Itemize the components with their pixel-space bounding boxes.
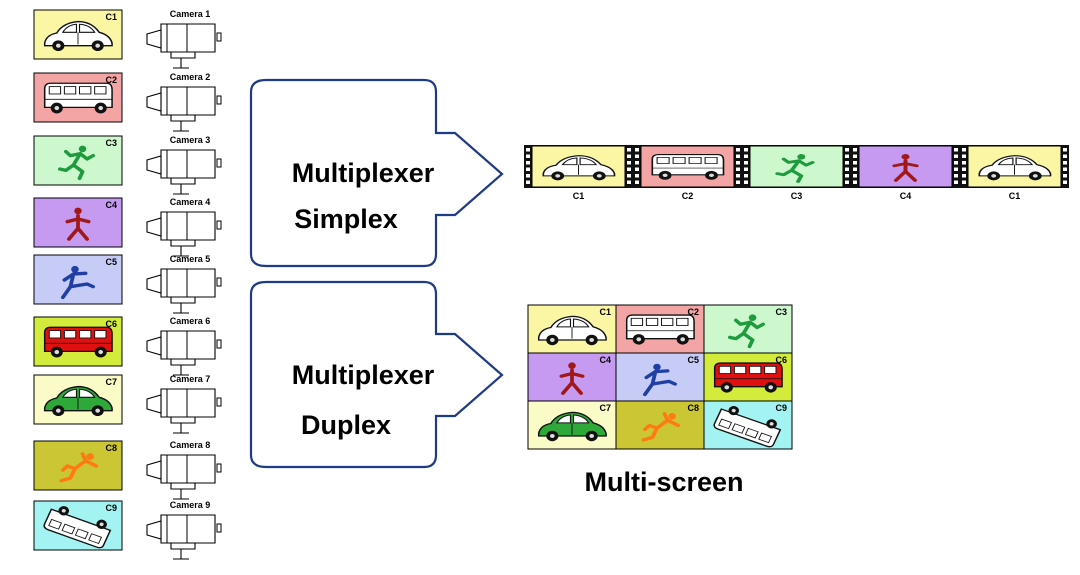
grid-cell-c8: C8 — [616, 401, 704, 449]
source-tile-c4-label: C4 — [105, 200, 117, 210]
camera-9-icon — [147, 515, 221, 559]
simplex-filmstrip: C1 C2 C3 C4 C1 — [524, 145, 1069, 201]
film-frame-1-label: C1 — [573, 191, 585, 201]
film-frame-1-image — [532, 146, 625, 187]
source-tile-c8-label: C8 — [105, 443, 117, 453]
source-tile-c8: C8 — [34, 441, 122, 490]
source-tile-c6: C6 — [34, 317, 122, 366]
film-frame-3-image — [750, 146, 843, 187]
grid-cell-c6-label: C6 — [775, 355, 787, 365]
grid-cell-c3-label: C3 — [775, 307, 787, 317]
film-frame-2-image — [641, 146, 734, 187]
source-tile-c9-label: C9 — [105, 503, 117, 513]
camera-4-icon — [147, 212, 221, 256]
film-frame-2-label: C2 — [682, 191, 694, 201]
camera-8-icon — [147, 455, 221, 499]
film-frame-1: C1 — [524, 145, 633, 201]
grid-cell-c3: C3 — [704, 305, 792, 353]
grid-cell-c7: C7 — [528, 401, 616, 449]
source-tile-c6-label: C6 — [105, 319, 117, 329]
grid-cell-c4-label: C4 — [599, 355, 611, 365]
grid-cell-c1-label: C1 — [599, 307, 611, 317]
multi-screen-caption: Multi-screen — [584, 467, 743, 497]
camera-2-icon — [147, 87, 221, 131]
camera-9-label: Camera 9 — [170, 500, 211, 510]
source-tile-c5-label: C5 — [105, 257, 117, 267]
source-tile-c2-label: C2 — [105, 75, 117, 85]
camera-3-icon — [147, 150, 221, 194]
duplex-arrow: Multiplexer Duplex — [251, 282, 502, 467]
grid-cell-c5: C5 — [616, 353, 704, 401]
duplex-line2: Duplex — [301, 410, 391, 440]
camera-1-label: Camera 1 — [170, 9, 211, 19]
film-frame-5-image — [968, 146, 1061, 187]
film-frame-4-label: C4 — [900, 191, 912, 201]
source-tile-c5: C5 — [34, 255, 122, 304]
simplex-line1: Multiplexer — [292, 158, 435, 188]
source-tile-c1-label: C1 — [105, 12, 117, 22]
source-tile-c3-label: C3 — [105, 138, 117, 148]
grid-cell-c9-label: C9 — [775, 403, 787, 413]
camera-6-label: Camera 6 — [170, 316, 211, 326]
source-tile-c3: C3 — [34, 136, 122, 185]
camera-3-label: Camera 3 — [170, 135, 211, 145]
simplex-arrow: Multiplexer Simplex — [251, 80, 502, 266]
grid-cell-c8-label: C8 — [687, 403, 699, 413]
source-tile-c1: C1 — [34, 10, 122, 59]
camera-1-icon — [147, 24, 221, 68]
grid-cell-c2: C2 — [616, 305, 704, 353]
duplex-line1: Multiplexer — [292, 360, 435, 390]
grid-cell-c1: C1 — [528, 305, 616, 353]
source-tile-c2: C2 — [34, 73, 122, 122]
grid-cell-c4: C4 — [528, 353, 616, 401]
film-frame-3-label: C3 — [791, 191, 803, 201]
camera-sources: C1 Camera 1 C2 Camera 2 C3 Camera 3 C4 Camera 4… — [34, 9, 221, 559]
camera-8-label: Camera 8 — [170, 440, 211, 450]
camera-7-icon — [147, 389, 221, 433]
source-tile-c7: C7 — [34, 375, 122, 424]
grid-cell-c7-label: C7 — [599, 403, 611, 413]
film-frame-4-image — [859, 146, 952, 187]
film-frame-2: C2 — [633, 145, 742, 201]
camera-7-label: Camera 7 — [170, 374, 211, 384]
camera-5-icon — [147, 269, 221, 313]
camera-4-label: Camera 4 — [170, 197, 211, 207]
simplex-line2: Simplex — [294, 204, 398, 234]
film-frame-5: C1 — [960, 145, 1069, 201]
film-frame-5-label: C1 — [1009, 191, 1021, 201]
film-frame-3: C3 — [742, 145, 851, 201]
camera-6-icon — [147, 331, 221, 375]
camera-5-label: Camera 5 — [170, 254, 211, 264]
grid-cell-c2-label: C2 — [687, 307, 699, 317]
grid-cell-c6: C6 — [704, 353, 792, 401]
source-tile-c9: C9 — [34, 501, 122, 550]
source-tile-c4: C4 — [34, 198, 122, 247]
grid-cell-c5-label: C5 — [687, 355, 699, 365]
camera-2-label: Camera 2 — [170, 72, 211, 82]
grid-cell-c9: C9 — [704, 401, 792, 449]
source-tile-c7-label: C7 — [105, 377, 117, 387]
film-frame-4: C4 — [851, 145, 960, 201]
